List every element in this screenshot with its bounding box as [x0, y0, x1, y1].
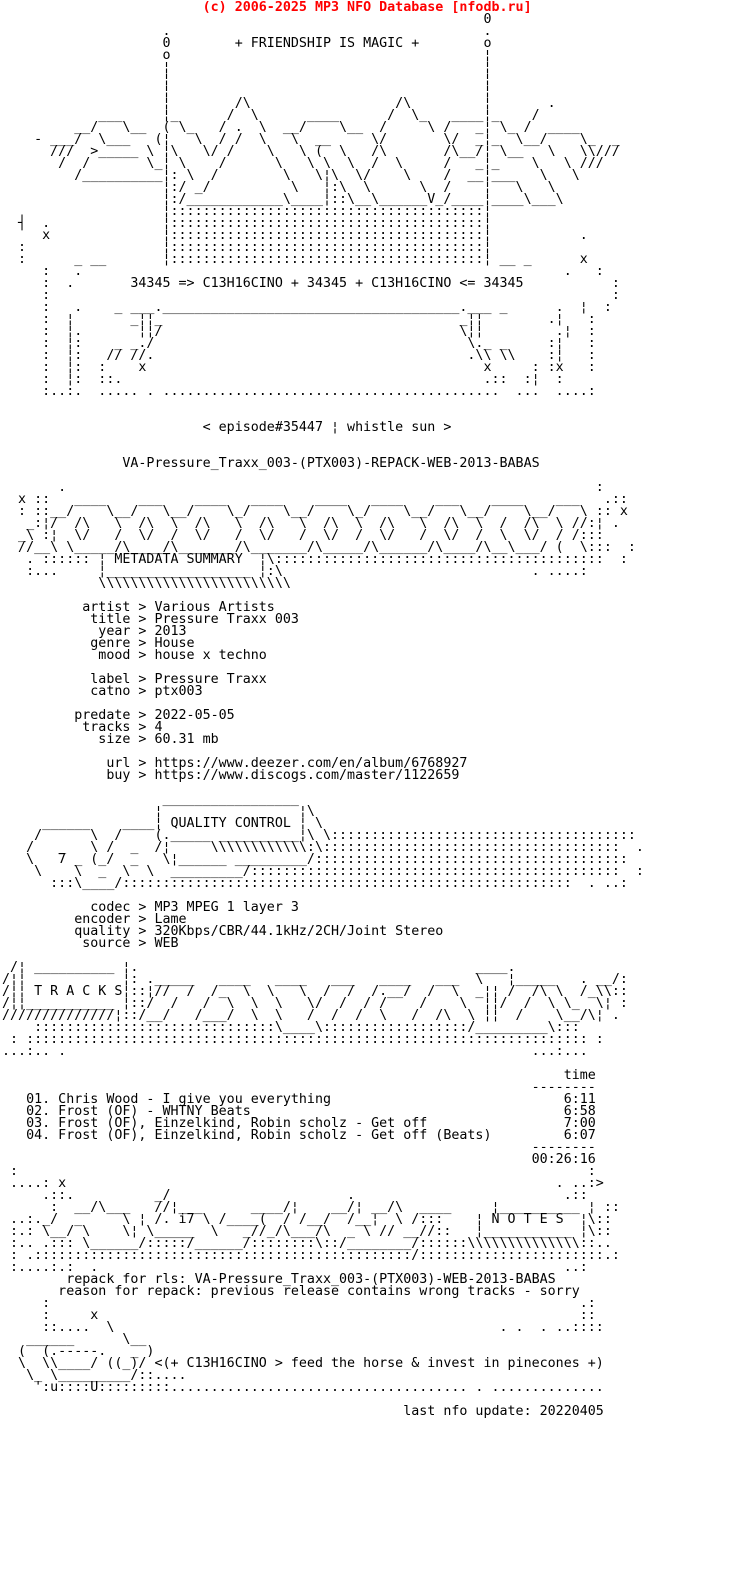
balloon-mountain-art: 0 . . 0 + FRIENDSHIP IS MAGIC + o o ¦ [18, 12, 620, 267]
quality-fields: codec > MP3 MPEG 1 layer 3 encoder > Lam… [74, 900, 444, 951]
tracks-header-art: /¦ __________ ¦. ____. /¦¦ ¦: ._____ ___… [2, 960, 628, 1059]
metadata-fields: artist > Various Artists title > Pressur… [74, 600, 468, 783]
quality-control-header-art: _________________ ¦ ¦\ ______ ____¦ QUAL… [26, 792, 644, 891]
last-nfo-update-line: last nfo update: 20220405 [403, 1404, 604, 1419]
tracklist: time -------- 01. Chris Wood - I give yo… [26, 1068, 596, 1167]
nfo-document: (c) 2006-2025 MP3 NFO Database [nfodb.ru… [2, 0, 644, 1419]
repack-note: repack for rls: VA-Pressure_Traxx_003-(P… [58, 1272, 580, 1299]
metadata-summary-header-art: . : x :: ____ ___ ____ ____ ____ ____ __… [18, 480, 636, 591]
notes-header-art: : : ....: x . ..:> .::. _/ . [10, 1164, 620, 1275]
horse-art-tagline: : .: : x :: ::.... \ [18, 1296, 604, 1395]
chemistry-bridge-art: : . . : : . 34345 => C13H16CINO + 34345 … [42, 264, 620, 399]
nfodb-copyright-banner: (c) 2006-2025 MP3 NFO Database [nfodb.ru… [2, 0, 532, 15]
episode-and-release-title: < episode#35447 ¦ whistle sun > VA-Press… [122, 420, 540, 471]
